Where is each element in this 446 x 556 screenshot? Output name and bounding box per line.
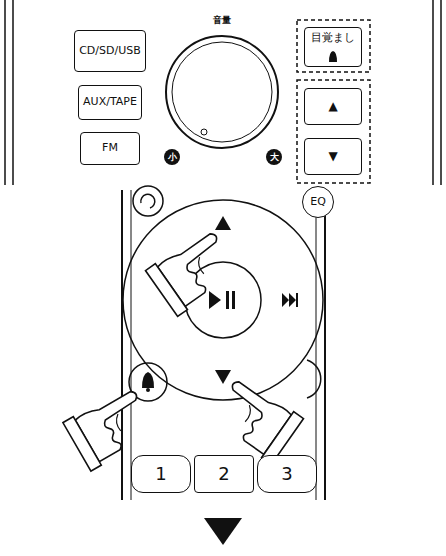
number-button: 2 bbox=[194, 455, 254, 493]
up-button: ▲ bbox=[304, 88, 362, 125]
number-button: 1 bbox=[131, 455, 191, 493]
source-button: AUX/TAPE bbox=[78, 85, 142, 120]
volume-knob bbox=[166, 36, 278, 148]
pointing-hand bbox=[145, 226, 241, 316]
hand-thumb bbox=[194, 257, 208, 274]
alarm-button: 目覚まし bbox=[304, 27, 362, 67]
down-button: ▼ bbox=[304, 138, 362, 175]
pause-icon bbox=[232, 291, 235, 309]
hand-cuff bbox=[145, 264, 187, 317]
bell-icon bbox=[142, 372, 154, 388]
panel-edge bbox=[4, 0, 6, 185]
remote-edge bbox=[316, 190, 317, 500]
repeat-icon bbox=[141, 194, 155, 208]
min-badge bbox=[164, 149, 180, 165]
remote-edge bbox=[324, 190, 326, 500]
hand-cuff bbox=[63, 417, 101, 471]
highlight-frame bbox=[297, 20, 370, 72]
play-icon bbox=[209, 291, 221, 309]
button-label: ▼ bbox=[328, 150, 337, 163]
bell-icon bbox=[329, 51, 337, 62]
min-label: 小 bbox=[168, 153, 177, 162]
button-label: 目覚まし bbox=[311, 32, 355, 44]
panel-edge bbox=[432, 0, 434, 185]
button-label: ▲ bbox=[328, 100, 337, 113]
button-label: EQ bbox=[310, 196, 326, 208]
source-button: CD/SD/USB bbox=[74, 30, 146, 72]
highlight-frame bbox=[297, 80, 370, 183]
max-label: 大 bbox=[270, 153, 279, 162]
volume-label: 音量 bbox=[213, 16, 231, 25]
button-label: CD/SD/USB bbox=[79, 45, 141, 57]
remote-edge bbox=[121, 190, 123, 500]
remote-button bbox=[307, 360, 321, 398]
button-label: FM bbox=[102, 142, 118, 154]
pause-icon bbox=[226, 291, 229, 309]
volume-knob-ring bbox=[172, 42, 272, 142]
eq-button: EQ bbox=[302, 186, 334, 218]
hand-thumb bbox=[112, 414, 126, 431]
next-step-arrow bbox=[204, 518, 242, 545]
panel-edge bbox=[12, 0, 14, 185]
hand-thumb bbox=[240, 405, 254, 422]
number-button: 3 bbox=[257, 455, 317, 493]
button-label: 1 bbox=[155, 464, 166, 484]
button-label: AUX/TAPE bbox=[83, 96, 137, 108]
source-button: FM bbox=[80, 132, 140, 165]
pointing-hand bbox=[208, 374, 304, 464]
button-label: 2 bbox=[218, 464, 229, 484]
down-arrow-icon bbox=[215, 370, 231, 384]
bell-icon bbox=[146, 388, 150, 392]
up-arrow-icon bbox=[215, 216, 231, 230]
nav-ring bbox=[123, 200, 323, 400]
knob-marker bbox=[201, 129, 207, 135]
remote-edge bbox=[131, 190, 132, 500]
max-badge bbox=[266, 149, 282, 165]
repeat-button bbox=[133, 186, 163, 216]
skip-icon bbox=[282, 293, 296, 307]
panel-edge bbox=[440, 0, 442, 185]
button-label: 3 bbox=[281, 464, 292, 484]
skip-icon bbox=[296, 293, 298, 307]
